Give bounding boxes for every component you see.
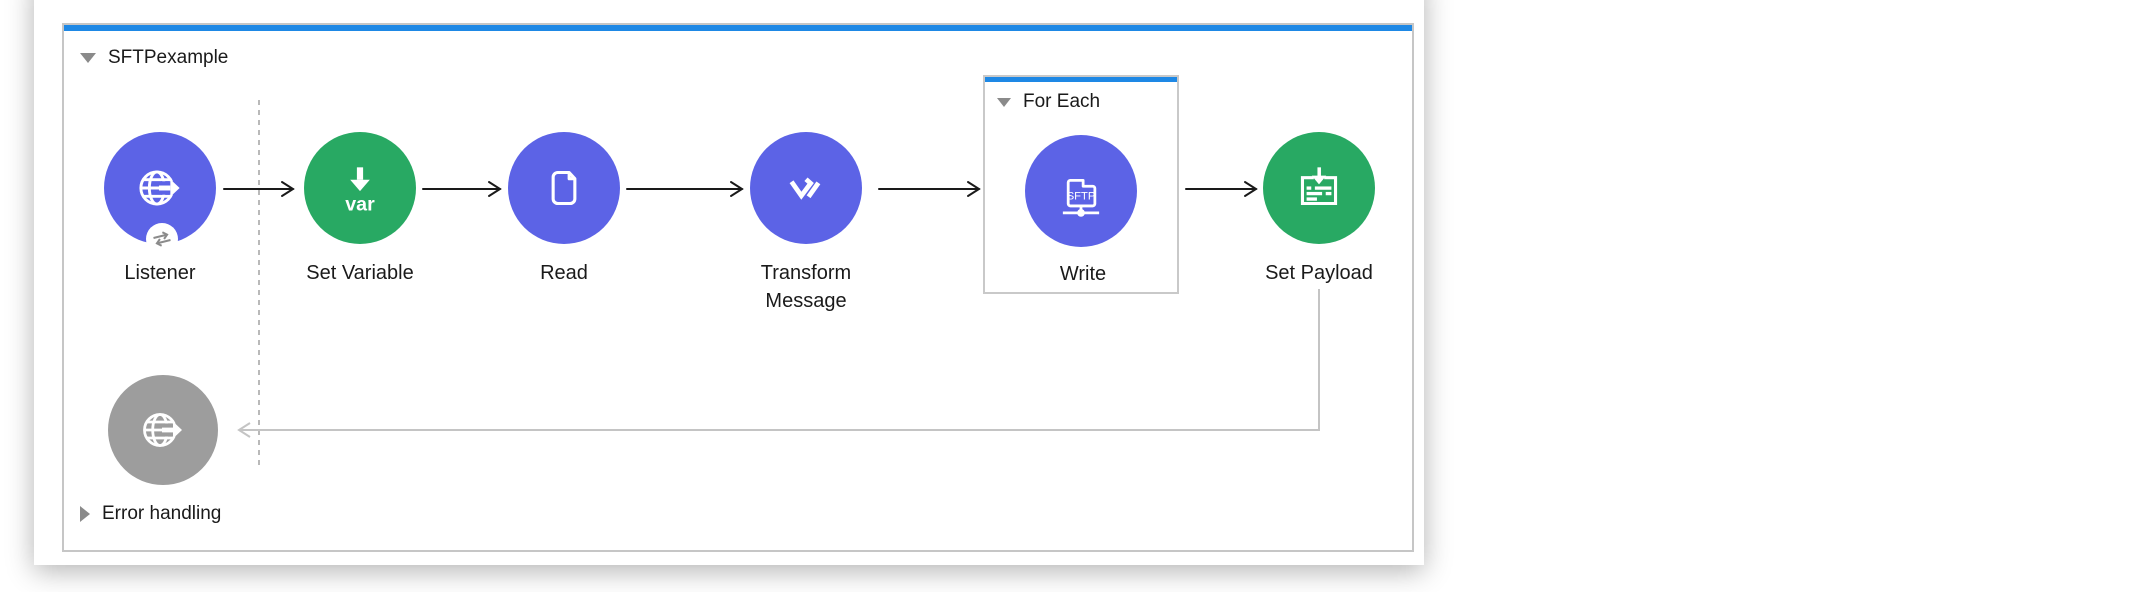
- node-label-listener: Listener: [124, 262, 196, 284]
- svg-text:SFTP: SFTP: [1067, 191, 1096, 203]
- node-transform-message[interactable]: [750, 132, 862, 244]
- node-label-set-payload: Set Payload: [1265, 262, 1373, 284]
- collapse-triangle-icon[interactable]: [80, 53, 96, 63]
- expand-triangle-icon[interactable]: [80, 506, 90, 522]
- node-read[interactable]: [508, 132, 620, 244]
- svg-text:var: var: [345, 194, 375, 216]
- scope-accent-bar: [985, 77, 1177, 82]
- scope-header: For Each: [997, 91, 1100, 113]
- globe-arrow-icon: [139, 170, 181, 206]
- flow-title: SFTPexample: [108, 47, 229, 68]
- for-each-scope[interactable]: For Each SFTP Write: [983, 75, 1179, 294]
- mule-canvas: SFTPexample: [34, 0, 1424, 565]
- node-set-payload[interactable]: [1263, 132, 1375, 244]
- node-listener-response-disabled[interactable]: [108, 375, 218, 485]
- dataweave-icon: [789, 177, 821, 200]
- scope-title: For Each: [1023, 91, 1101, 112]
- sftp-folder-icon: SFTP: [1062, 178, 1100, 217]
- node-label-read: Read: [540, 262, 588, 284]
- collapse-triangle-icon[interactable]: [997, 97, 1011, 107]
- flow-container: SFTPexample: [62, 23, 1414, 552]
- message-source-badge: [146, 223, 178, 255]
- flow-header: SFTPexample: [80, 47, 228, 69]
- node-label-set-variable: Set Variable: [306, 262, 414, 284]
- node-set-variable[interactable]: var: [304, 132, 416, 244]
- two-way-arrows-icon: [153, 231, 171, 247]
- error-handling-label: Error handling: [102, 503, 222, 524]
- node-label-write: Write: [1059, 263, 1107, 285]
- node-write[interactable]: SFTP: [1025, 135, 1137, 247]
- payload-inbox-icon: [1300, 167, 1338, 206]
- node-label-transform-message: Transform Message: [760, 262, 852, 312]
- file-icon: [551, 170, 577, 206]
- flow-accent-bar: [64, 25, 1412, 31]
- globe-arrow-icon: [143, 413, 183, 447]
- var-arrow-icon: var: [345, 167, 375, 216]
- error-handling-section[interactable]: Error handling: [80, 503, 221, 525]
